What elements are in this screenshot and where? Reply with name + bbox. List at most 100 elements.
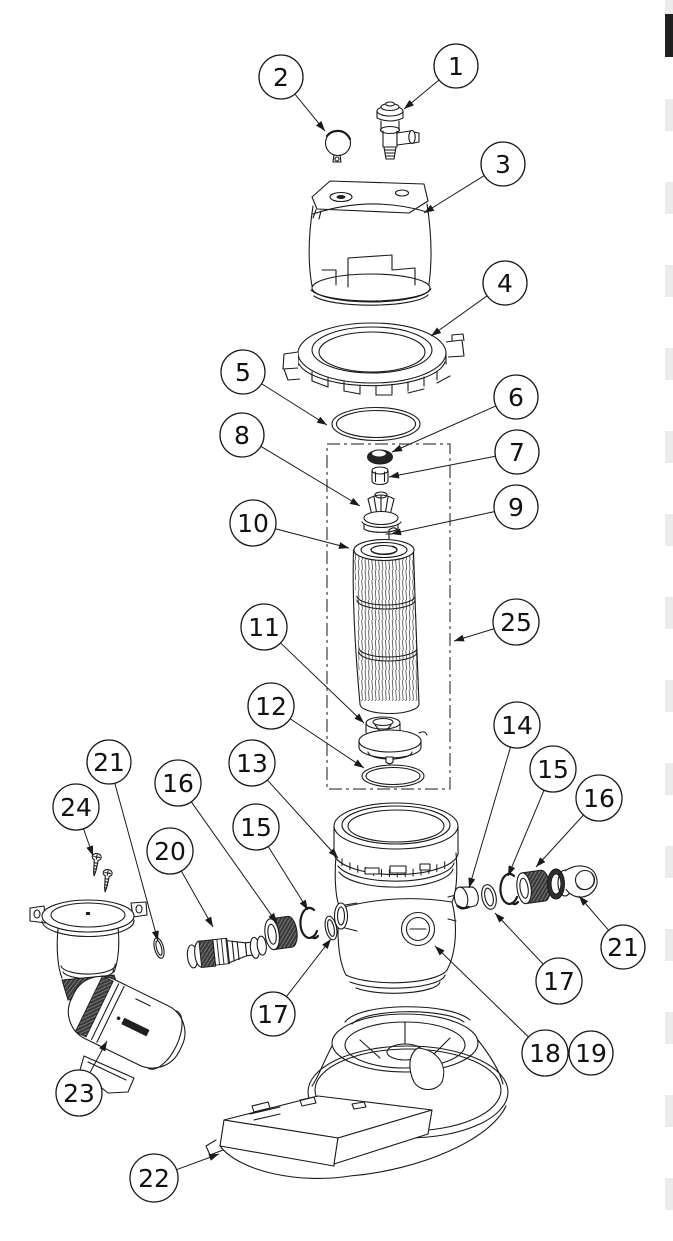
edge-mark-gray — [665, 597, 673, 629]
callout-5-circle — [220, 349, 266, 395]
callout-6: 6 — [391, 374, 539, 453]
callout-15-right-leader — [507, 790, 545, 877]
callout-4-number: 4 — [497, 269, 513, 298]
callout-25-circle — [492, 598, 540, 646]
callout-23-number: 23 — [63, 1079, 95, 1108]
callout-17-left-circle — [250, 991, 296, 1037]
callout-1-number: 1 — [448, 52, 464, 81]
tank-body — [333, 802, 459, 994]
callout-15-right-circle — [529, 745, 577, 793]
edge-mark-gray — [665, 265, 673, 297]
callout-10-leader — [275, 528, 350, 549]
callout-17-left: 17 — [250, 938, 332, 1037]
callout-3: 3 — [423, 141, 526, 214]
callout-14-number: 14 — [501, 711, 533, 740]
callout-10-arrow — [338, 542, 349, 549]
callout-9-number: 9 — [508, 493, 524, 522]
edge-mark-gray — [665, 1178, 673, 1210]
callout-13-circle — [228, 739, 276, 787]
callout-15-left-arrow — [299, 899, 308, 910]
callout-7-arrow — [389, 471, 400, 479]
edge-mark-gray — [665, 1012, 673, 1044]
callout-17-right-leader — [494, 912, 544, 965]
callout-17-left-arrow — [322, 939, 331, 950]
filter-cartridge — [352, 538, 420, 715]
callout-24-circle — [52, 783, 100, 831]
pump-assembly — [29, 899, 186, 1094]
callout-22-number: 22 — [138, 1164, 170, 1193]
callout-19-number: 19 — [575, 1039, 607, 1068]
callout-14: 14 — [468, 701, 541, 889]
callout-8-circle — [219, 412, 265, 458]
callout-4: 4 — [430, 260, 528, 337]
callout-1-circle — [433, 43, 479, 89]
tank-oring — [331, 406, 421, 442]
callout-2: 2 — [258, 54, 326, 132]
callout-20-circle — [146, 827, 194, 875]
callout-20-arrow — [205, 916, 213, 927]
callout-21-right-circle — [600, 924, 646, 970]
callout-13-number: 13 — [236, 749, 268, 778]
callout-16-left-circle — [154, 759, 202, 807]
callout-15-right-number: 15 — [537, 755, 569, 784]
callout-12-arrow — [353, 759, 364, 768]
callout-18-circle — [521, 1029, 569, 1077]
edge-mark-gray — [665, 763, 673, 795]
callout-21-right: 21 — [578, 895, 646, 970]
edge-mark-gray — [665, 348, 673, 380]
reducer-bushing — [453, 886, 479, 910]
callout-3-leader — [423, 175, 485, 214]
callout-1: 1 — [403, 43, 479, 110]
callout-6-leader — [391, 405, 497, 453]
callout-5-leader — [261, 383, 328, 426]
callout-16-left: 16 — [154, 759, 278, 924]
callout-22-circle — [129, 1153, 179, 1203]
callout-21-left-arrow — [151, 930, 159, 941]
edge-mark-black — [665, 14, 673, 57]
callout-25-arrow — [454, 634, 465, 642]
callout-16-left-arrow — [268, 912, 277, 923]
union-nut-left — [264, 915, 298, 951]
elbow-fitting — [547, 865, 598, 900]
callout-13-arrow — [328, 848, 338, 858]
callout-24: 24 — [52, 783, 100, 857]
callout-15-left-number: 15 — [240, 813, 272, 842]
callout-14-circle — [493, 701, 541, 749]
callout-8-leader — [260, 445, 361, 507]
callout-12-leader — [289, 718, 365, 769]
callout-18: 18 — [434, 945, 569, 1077]
callout-6-arrow — [392, 444, 403, 452]
base — [205, 1006, 509, 1179]
callout-17-right: 17 — [494, 912, 583, 1005]
plate-oring — [361, 764, 425, 788]
callout-11-number: 11 — [248, 613, 280, 642]
callout-21-right-number: 21 — [607, 933, 639, 962]
callout-7-circle — [494, 429, 540, 475]
callout-5-number: 5 — [235, 358, 251, 387]
callout-20-leader — [180, 870, 214, 928]
callout-2-circle — [258, 54, 304, 100]
pump-brand-label — [121, 1017, 150, 1037]
pressure-relief-valve — [376, 101, 420, 160]
callout-18-arrow — [435, 946, 445, 956]
callout-15-left-circle — [232, 803, 280, 851]
callout-12-number: 12 — [255, 692, 287, 721]
callout-11: 11 — [240, 603, 365, 724]
union-nut-right — [516, 869, 551, 905]
callout-8-number: 8 — [234, 421, 250, 450]
callout-4-arrow — [431, 327, 442, 336]
callout-10: 10 — [229, 499, 350, 549]
callout-11-arrow — [354, 713, 364, 723]
callout-18-number: 18 — [529, 1039, 561, 1068]
callout-3-circle — [480, 141, 526, 187]
callout-7-number: 7 — [509, 438, 525, 467]
callout-16-right-arrow — [536, 857, 546, 867]
callout-1-arrow — [404, 99, 414, 109]
retainer-clip-left — [299, 906, 320, 940]
callout-16-right-circle — [575, 774, 623, 822]
callout-9-leader — [390, 511, 495, 535]
pump-oring — [153, 937, 165, 959]
callout-3-number: 3 — [495, 150, 511, 179]
callout-24-arrow — [86, 845, 94, 856]
